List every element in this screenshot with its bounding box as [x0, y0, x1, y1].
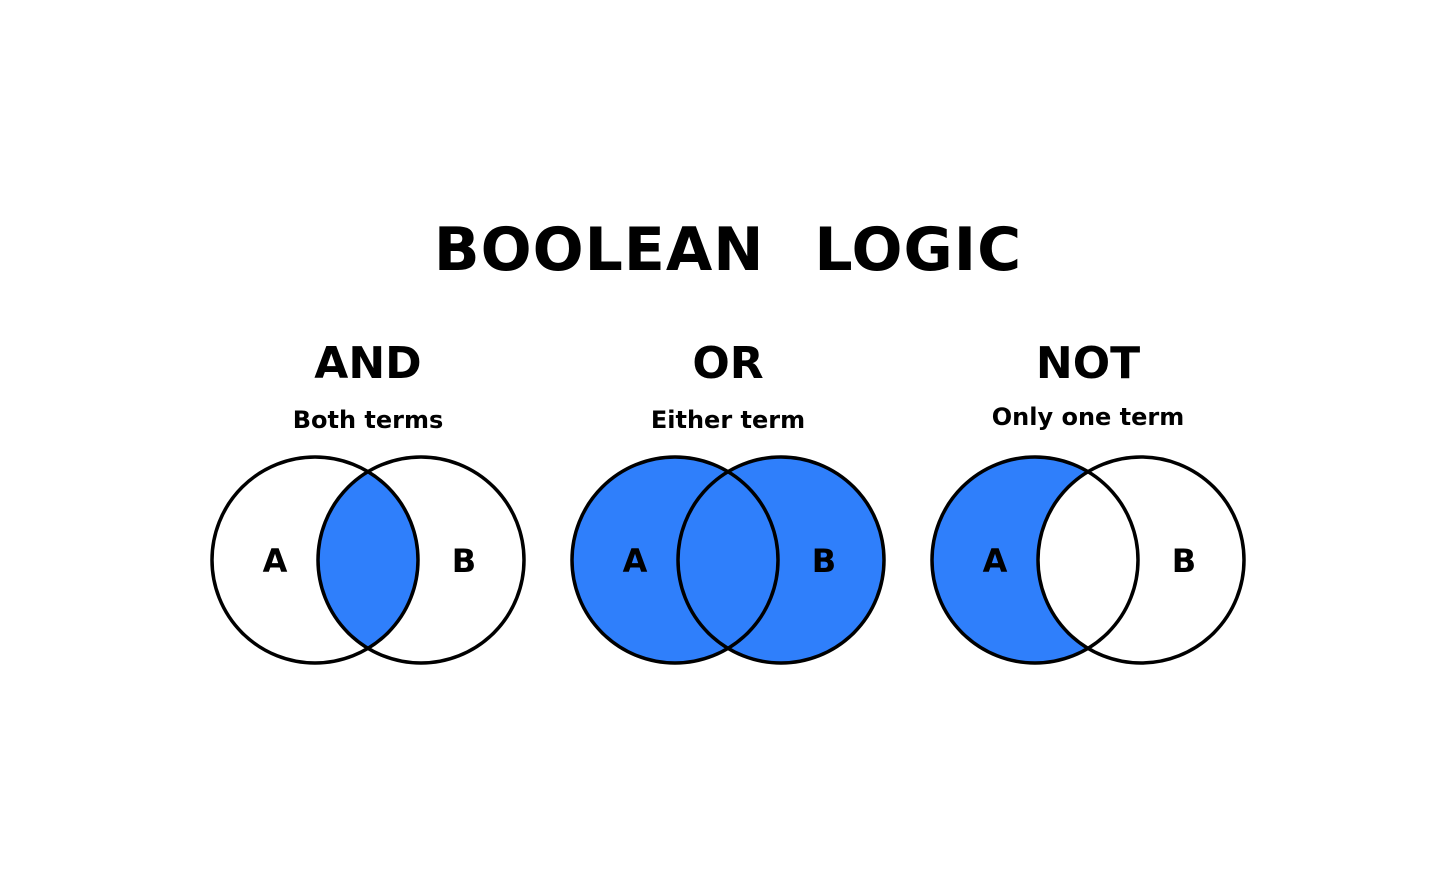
set-a-label-and: A	[263, 542, 288, 580]
circle-a-not	[930, 455, 1140, 665]
set-b-label-not: B	[1172, 542, 1196, 580]
set-b-label-or: B	[812, 542, 836, 580]
and-panel: AND Both terms A B	[198, 332, 538, 682]
circle-a-or	[570, 455, 780, 665]
circle-b-and	[316, 455, 526, 665]
circle-a-and	[210, 455, 420, 665]
circle-b-not	[1036, 455, 1246, 665]
operator-description-and: Both terms	[292, 406, 444, 434]
venn-diagram-and: A B	[210, 455, 526, 665]
operator-description-not: Only one term	[991, 403, 1185, 431]
operator-description-or: Either term	[650, 406, 806, 434]
circle-b-or	[676, 455, 886, 665]
not-panel: NOT Only one term A B	[918, 332, 1258, 682]
venn-diagram-not: A B	[930, 455, 1246, 665]
operator-label-and: AND	[314, 338, 422, 389]
diagram-title: BOOLEAN LOGIC	[433, 215, 1023, 285]
venn-diagram-or: A B	[570, 455, 886, 665]
or-panel: OR Either term A B	[558, 332, 898, 682]
set-a-label-not: A	[983, 542, 1008, 580]
operator-label-or: OR	[692, 338, 764, 389]
operator-label-not: NOT	[1035, 338, 1141, 389]
b-cutout-not	[1038, 457, 1244, 663]
intersection-region-and	[318, 457, 418, 663]
union-region-b-or	[678, 457, 884, 663]
set-b-label-and: B	[452, 542, 476, 580]
set-a-label-or: A	[623, 542, 648, 580]
